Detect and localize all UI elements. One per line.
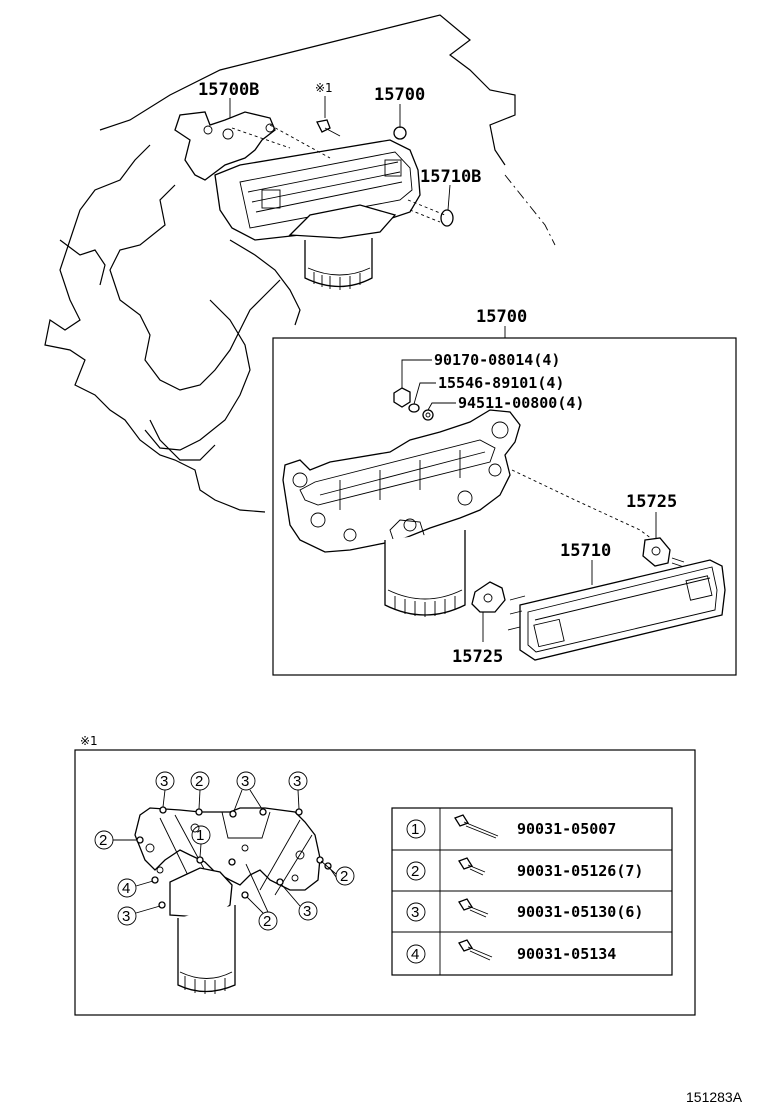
label-note-1-overview: ※1 [315, 81, 333, 95]
marker-3d: 3 [122, 908, 130, 925]
marker-2b: 2 [99, 832, 107, 849]
label-15546-89101: 15546-89101(4) [438, 374, 564, 392]
marker-2a: 2 [195, 773, 203, 790]
marker-2c: 2 [340, 868, 348, 885]
marker-4: 4 [122, 880, 130, 897]
legend-part-3: 90031-05130(6) [517, 903, 643, 921]
bolt-legend-table: 1 90031-05007 2 90031-05126(7) 3 90031-0… [391, 807, 673, 976]
legend-num-4: 4 [411, 946, 419, 963]
legend-num-3: 3 [411, 904, 419, 921]
detail-box [272, 337, 737, 676]
bolt-short-icon [458, 857, 486, 876]
legend-part-2: 90031-05126(7) [517, 862, 643, 880]
cooler-assembly-overview [174, 111, 454, 290]
figure-id: 151283A [686, 1089, 743, 1105]
bolt-long-icon [454, 814, 499, 839]
label-15710: 15710 [560, 541, 611, 561]
legend-part-4: 90031-05134 [517, 945, 616, 963]
cooler-element-15710 [507, 559, 726, 661]
label-15700b: 15700B [198, 80, 259, 100]
marker-3e: 3 [303, 903, 311, 920]
bolt-marker-group: 3 2 3 3 2 1 2 4 3 3 2 [94, 771, 355, 931]
small-fasteners [393, 387, 434, 421]
label-15710b: 15710B [420, 167, 481, 187]
gasket-upper [642, 537, 685, 568]
bolt-medium-long-icon [458, 939, 493, 961]
gasket-lower [471, 581, 506, 613]
label-15700-overview: 15700 [374, 85, 425, 105]
label-15725-lower: 15725 [452, 647, 503, 667]
marker-3a: 3 [160, 773, 168, 790]
marker-3b: 3 [241, 773, 249, 790]
cooler-housing-detail [282, 409, 521, 553]
bolt-pattern-drawing [134, 806, 332, 994]
marker-1: 1 [196, 827, 204, 844]
marker-3c: 3 [293, 773, 301, 790]
marker-2d: 2 [263, 913, 271, 930]
bolt-section-marker: ※1 [80, 734, 98, 748]
legend-num-1: 1 [411, 821, 419, 838]
label-94511-00800: 94511-00800(4) [458, 394, 584, 412]
label-15725-upper: 15725 [626, 492, 677, 512]
label-90170-08014: 90170-08014(4) [434, 351, 560, 369]
bolt-medium-icon [458, 898, 489, 918]
oil-filter-detail [384, 530, 466, 617]
engine-silhouette [44, 14, 556, 513]
detail-title-15700: 15700 [476, 307, 527, 327]
legend-num-2: 2 [411, 863, 419, 880]
legend-part-1: 90031-05007 [517, 820, 616, 838]
bolt-section-box [74, 749, 696, 1016]
